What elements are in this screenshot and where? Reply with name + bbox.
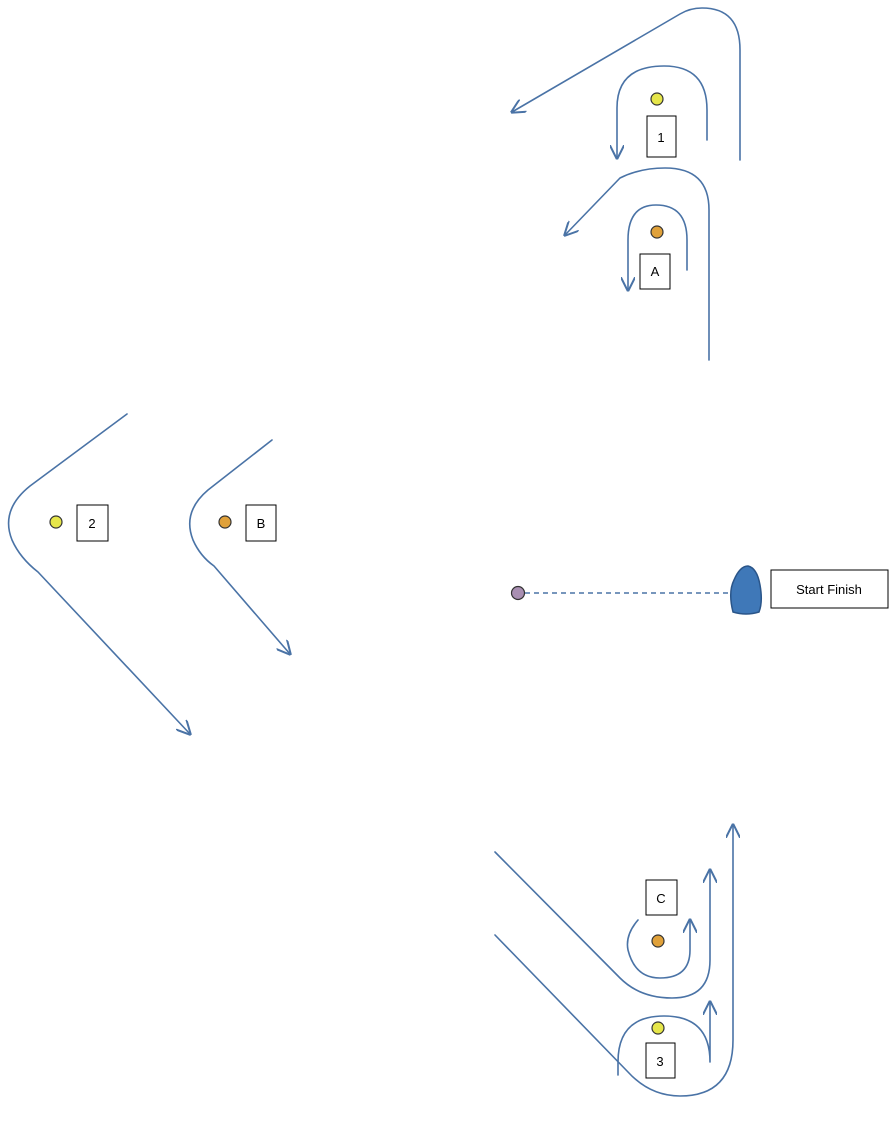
committee-boat [730,565,763,615]
mark-a-label-box [639,253,671,290]
mark-c-label: C [656,891,665,906]
mark-a-buoy [650,225,664,239]
start-finish-label-box [770,569,889,609]
mark-3-label: 3 [656,1054,663,1069]
pin-end-buoy [510,585,526,601]
mark-1-buoy [650,92,664,106]
path-mark-2 [7,413,190,734]
mark-b-buoy [218,515,232,529]
mark-b-label-box [245,504,277,542]
mark-3-label-box [645,1042,676,1079]
inner-path-mark-a [628,204,688,290]
mark-c-label-box [645,879,678,916]
mark-a-label: A [651,264,660,279]
mark-b-group: B [189,439,290,654]
mark-2-label: 2 [88,516,95,531]
outer-path-mark-a [565,167,710,361]
outer-path-mark-3 [494,825,733,1097]
mark-3-buoy [651,1021,665,1035]
start-finish-line-group: Start Finish [510,565,889,615]
start-finish-label: Start Finish [796,582,862,597]
mark-b-label: B [257,516,266,531]
mark-1-label-box [646,115,677,158]
mark-1-label: 1 [657,130,664,145]
inner-path-mark-c [626,920,690,979]
mark-2-label-box [76,504,109,542]
mark-1-group: 1 [512,7,741,161]
path-mark-b [189,439,290,654]
inner-path-mark-1 [617,65,708,158]
outer-path-mark-1 [512,7,741,161]
mark-2-group: 2 [7,413,190,734]
mark-c-buoy [651,934,665,948]
mark-2-buoy [49,515,63,529]
mark-c-group: C [494,851,710,999]
mark-a-group: A [565,167,710,361]
inner-path-mark-3 [617,1002,710,1076]
mark-3-group: 3 [494,825,733,1097]
outer-path-mark-c [494,851,710,999]
